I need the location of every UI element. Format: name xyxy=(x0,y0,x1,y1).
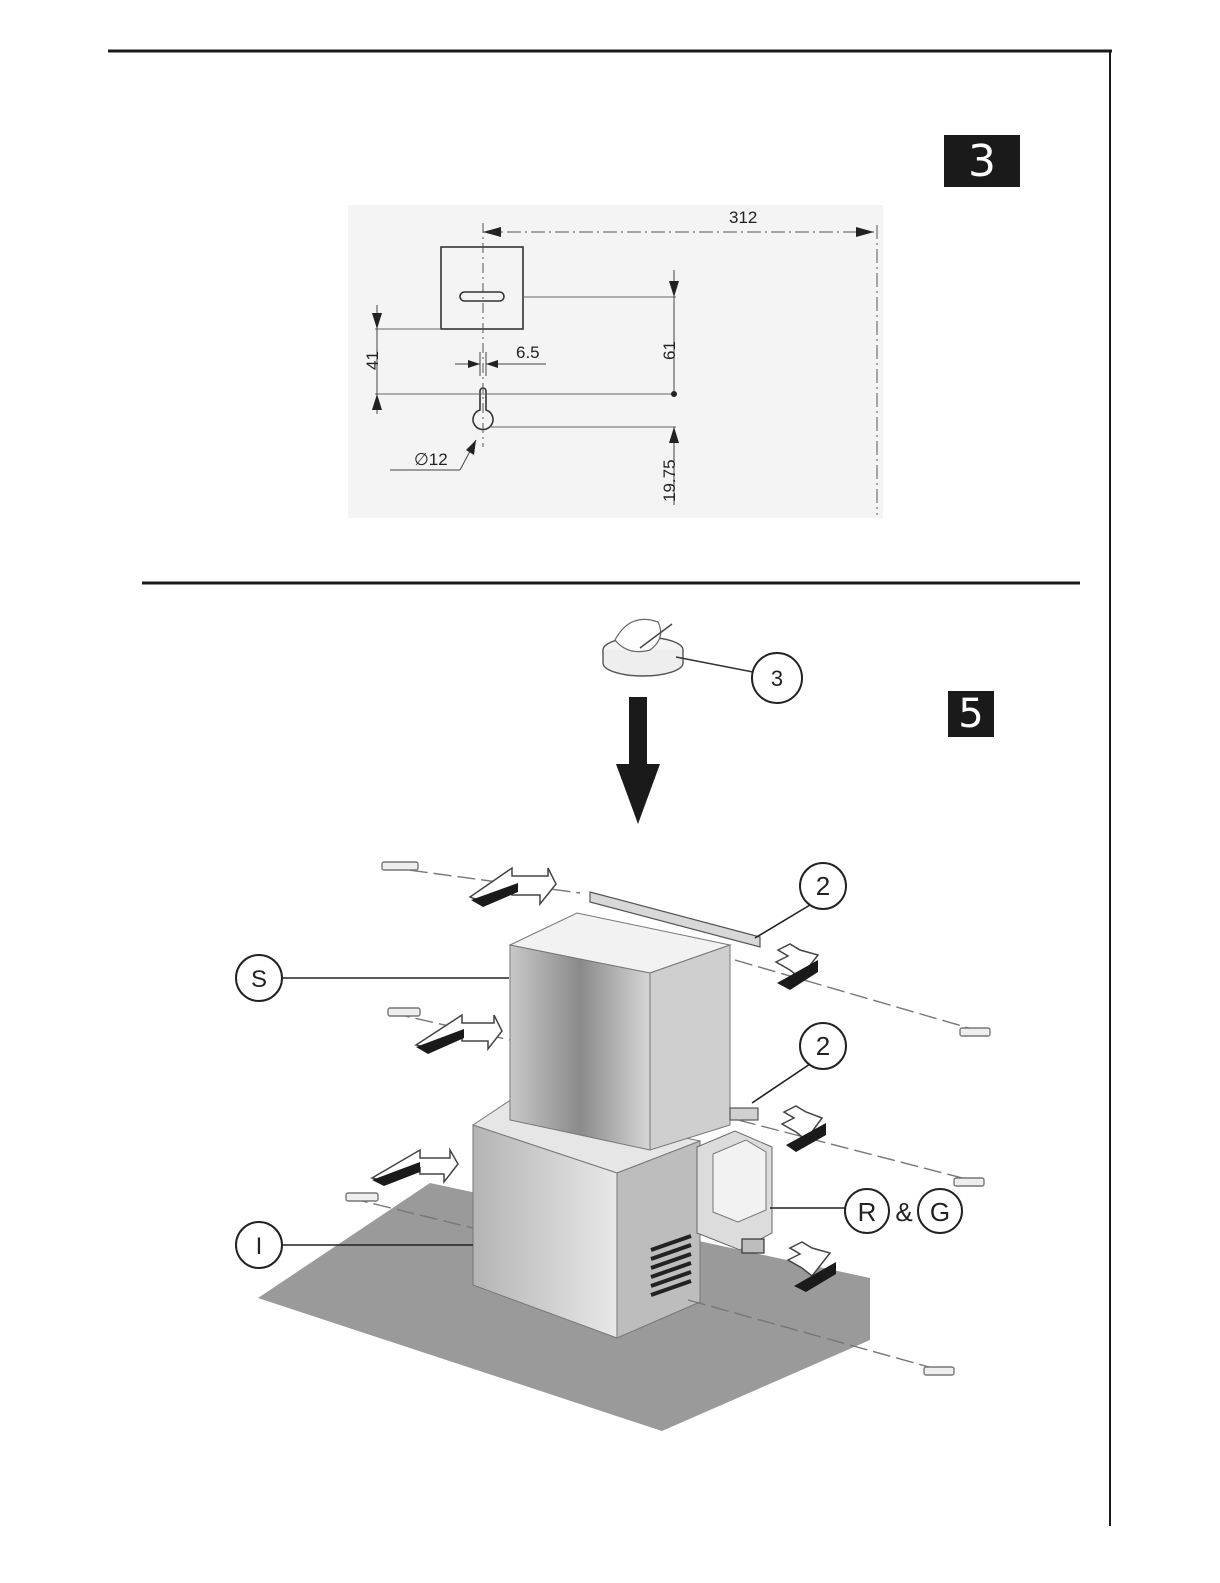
rg-adapter-part xyxy=(697,1131,772,1253)
check-valve-part xyxy=(603,619,753,676)
upper-chimney-section xyxy=(510,913,730,1150)
callout-s-label: S xyxy=(251,966,267,993)
callout-r-label: R xyxy=(858,1197,877,1227)
callout-3-label: 3 xyxy=(771,666,783,691)
callout-2-mid-label: 2 xyxy=(816,1031,830,1061)
callout-g-label: G xyxy=(930,1197,950,1227)
callout-2-top-label: 2 xyxy=(816,871,830,901)
callout-i-label: I xyxy=(256,1233,263,1260)
bracket-mid xyxy=(730,1108,758,1120)
arrow-down-icon xyxy=(616,697,660,824)
callout-amp-label: & xyxy=(895,1197,912,1227)
